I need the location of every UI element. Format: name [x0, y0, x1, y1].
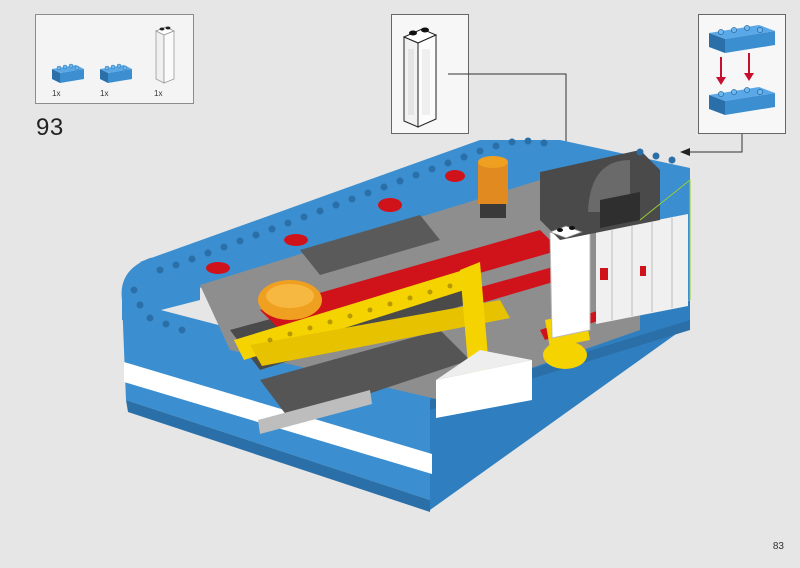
step-number: 93 [36, 114, 64, 141]
callout-leader-line [690, 134, 743, 153]
beam-holes [267, 283, 453, 343]
transparent-brick-icon [155, 26, 175, 84]
model-base [121, 140, 690, 512]
brick-stack-icon [709, 25, 775, 115]
blue-brick-icon [100, 63, 132, 83]
part-qty: 1x [52, 89, 61, 98]
parts-list-box: 1x 1x 1x [35, 14, 194, 104]
part-qty: 1x [100, 89, 109, 98]
rim-studs [130, 137, 676, 334]
page-number: 83 [772, 541, 784, 552]
callout-brick-stack [698, 14, 786, 134]
blue-brick-icon [52, 63, 84, 83]
transparent-brick-icon [402, 27, 438, 128]
part-qty: 1x [154, 89, 163, 98]
